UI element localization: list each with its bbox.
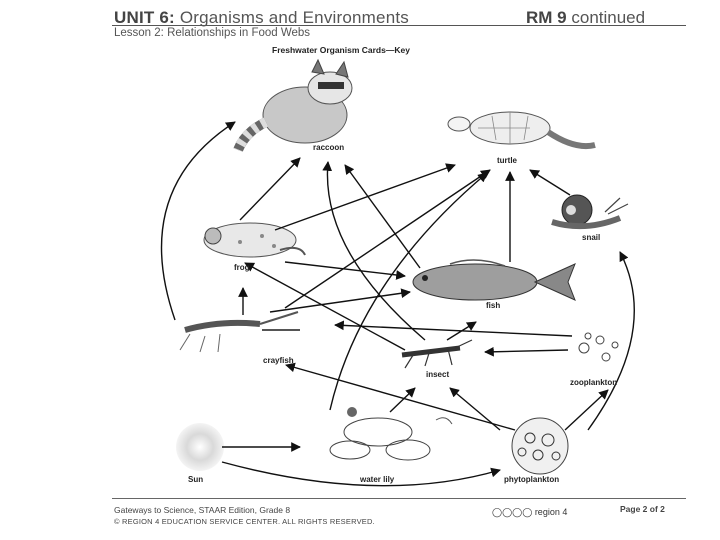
phytoplankton-illustration: [511, 417, 569, 475]
zooplankton-illustration: [578, 332, 619, 362]
rm-label: RM 9: [526, 8, 567, 27]
region-logo: ◯◯◯◯ region 4: [492, 507, 567, 518]
label-raccoon: raccoon: [313, 143, 345, 152]
label-sun: Sun: [188, 475, 204, 484]
insect-illustration: [401, 339, 473, 369]
arrow-fish-to-raccoon: [344, 164, 421, 269]
unit-heading: UNIT 6: Organisms and Environments: [114, 8, 409, 28]
footer-rule: [112, 498, 686, 499]
resource-master-heading: RM 9 continued: [526, 8, 645, 28]
arrow-frog-to-turtle: [274, 163, 456, 231]
card-title: Freshwater Organism Cards—Key: [272, 45, 410, 55]
logo-text: region 4: [534, 507, 568, 517]
crayfish-illustration: [179, 311, 300, 353]
arrow-water-lily-to-turtle: [329, 172, 488, 411]
label-insect: insect: [426, 370, 450, 379]
arrow-zooplankton-to-crayfish: [334, 320, 573, 337]
snail-illustration: [551, 194, 629, 230]
arrow-phytoplankton-to-crayfish: [285, 362, 516, 431]
arrow-crayfish-to-turtle: [284, 169, 491, 309]
unit-topic: Organisms and Environments: [179, 8, 409, 27]
label-snail: snail: [582, 233, 601, 242]
header-rule: [112, 25, 686, 26]
arrow-water-lily-to-insect: [389, 387, 416, 413]
arrow-frog-to-fish: [284, 261, 406, 280]
arrow-frog-to-raccoon: [239, 157, 301, 221]
arrow-phytoplankton-to-zooplankton: [564, 389, 609, 431]
sun-illustration: [176, 423, 224, 471]
label-frog: frog: [234, 263, 250, 272]
label-fish: fish: [486, 301, 501, 310]
frog-illustration: [203, 222, 306, 258]
arrow-snail-to-turtle: [529, 169, 571, 196]
arrow-insect-to-frog: [244, 262, 406, 351]
lesson-title: Lesson 2: Relationships in Food Webs: [114, 27, 311, 39]
fish-illustration: [412, 259, 576, 301]
footer-source: Gateways to Science, STAAR Edition, Grad…: [114, 505, 291, 515]
raccoon-illustration: [233, 58, 353, 153]
page-number: Page 2 of 2: [620, 504, 665, 514]
unit-label: UNIT 6:: [114, 8, 175, 27]
arrow-insect-to-fish: [446, 321, 477, 341]
label-turtle: turtle: [497, 156, 517, 165]
water-lily-illustration: [329, 407, 453, 461]
label-crayfish: crayfish: [263, 356, 294, 365]
arrow-phytoplankton-to-snail: [587, 251, 635, 431]
label-zooplankton: zooplankton: [570, 378, 618, 387]
arrow-crayfish-to-fish: [269, 288, 411, 313]
logo-rings-icon: ◯◯◯◯: [492, 507, 533, 517]
arrow-zooplankton-to-insect: [484, 346, 569, 357]
arrow-insect-to-raccoon: [322, 161, 426, 341]
footer-copyright: © REGION 4 EDUCATION SERVICE CENTER. ALL…: [114, 517, 375, 526]
rm-suffix: continued: [571, 8, 646, 27]
energy-flow-arrows: [160, 121, 635, 487]
arrow-crayfish-to-raccoon: [160, 121, 236, 321]
label-water-lily: water lily: [360, 475, 395, 484]
turtle-illustration: [447, 111, 596, 150]
arrow-sun-to-phytoplankton: [221, 461, 501, 487]
label-phytoplankton: phytoplankton: [504, 475, 560, 484]
